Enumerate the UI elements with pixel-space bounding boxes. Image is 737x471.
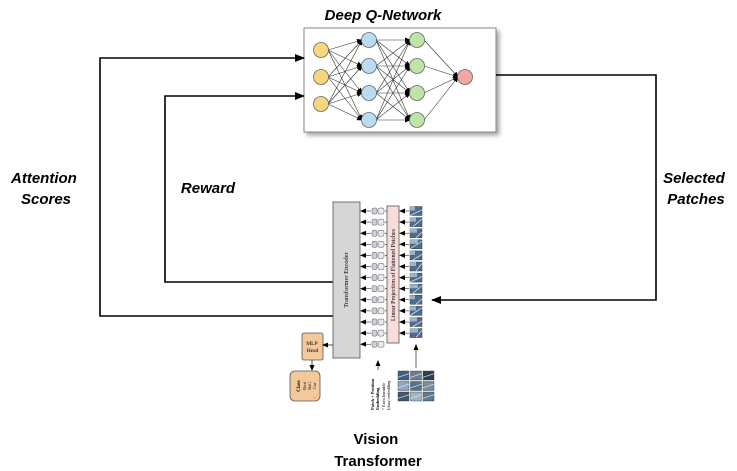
input-patch bbox=[422, 370, 435, 381]
svg-text:Bird: Bird bbox=[302, 381, 307, 390]
patch-tokens bbox=[360, 206, 423, 348]
image-patch bbox=[409, 328, 423, 338]
image-patch bbox=[409, 295, 423, 305]
svg-text:Embedding: Embedding bbox=[375, 387, 380, 410]
patch-token bbox=[377, 318, 385, 326]
position-token bbox=[371, 263, 378, 270]
image-patch bbox=[409, 217, 423, 227]
patch-token bbox=[377, 329, 385, 337]
svg-text:Patch + Position: Patch + Position bbox=[370, 378, 375, 410]
position-token bbox=[371, 307, 378, 315]
attention-scores-label: Attention Scores bbox=[10, 170, 81, 208]
class-box-labels: Class Bird Ball Car ... bbox=[297, 380, 317, 399]
svg-text:Ball: Ball bbox=[307, 382, 312, 390]
image-patch bbox=[409, 272, 423, 283]
image-patch bbox=[409, 261, 423, 272]
dqn-title: Deep Q-Network bbox=[325, 7, 442, 24]
vision-transformer-label: Vision Transformer bbox=[334, 431, 422, 470]
selected-patches-label: Selected Patches bbox=[663, 170, 729, 208]
input-patch bbox=[422, 381, 435, 391]
network-node bbox=[409, 112, 425, 128]
position-token bbox=[371, 218, 378, 226]
patch-token bbox=[377, 274, 385, 281]
patch-token bbox=[377, 307, 385, 315]
reward-arrow bbox=[164, 92, 333, 283]
patch-token bbox=[377, 252, 385, 259]
svg-text:[class] embedding: [class] embedding bbox=[386, 381, 391, 410]
position-token bbox=[371, 229, 378, 237]
network-node bbox=[313, 42, 329, 58]
image-patch bbox=[409, 284, 423, 294]
input-patch bbox=[397, 381, 410, 391]
position-token bbox=[371, 241, 378, 248]
input-patch bbox=[410, 381, 422, 391]
input-patch bbox=[397, 370, 410, 381]
input-patch bbox=[410, 391, 422, 402]
svg-text:* Extra learnable: * Extra learnable bbox=[381, 382, 386, 410]
position-token bbox=[371, 252, 378, 259]
position-token bbox=[371, 207, 378, 215]
image-patch bbox=[409, 250, 423, 261]
position-token bbox=[371, 296, 378, 304]
patch-token bbox=[377, 207, 385, 215]
position-token bbox=[371, 329, 378, 337]
network-node bbox=[313, 96, 329, 112]
network-node bbox=[361, 32, 377, 48]
image-patch bbox=[409, 228, 423, 238]
embedding-legend: Patch + Position Embedding * Extra learn… bbox=[370, 378, 391, 410]
position-token bbox=[371, 274, 378, 281]
svg-text:Class: Class bbox=[297, 380, 302, 391]
network-node bbox=[361, 58, 377, 74]
network-node bbox=[409, 85, 425, 101]
input-patch bbox=[410, 370, 422, 381]
image-patch bbox=[409, 317, 423, 327]
transformer-encoder-label: Transformer Encoder bbox=[343, 251, 350, 307]
selected-patches-arrow bbox=[431, 74, 657, 304]
patch-token bbox=[377, 340, 385, 348]
input-patch bbox=[422, 391, 435, 402]
patch-token bbox=[377, 263, 385, 270]
position-token bbox=[371, 340, 378, 348]
neural-network bbox=[313, 32, 473, 128]
transformer-encoder bbox=[332, 201, 361, 359]
linear-projection-label: Linear Projection of Flattened Patches bbox=[390, 228, 397, 321]
patch-token bbox=[377, 241, 385, 248]
image-patch bbox=[409, 306, 423, 316]
svg-text:...: ... bbox=[313, 394, 316, 399]
reward-label: Reward bbox=[181, 180, 236, 197]
linear-projection bbox=[386, 205, 400, 344]
network-node bbox=[409, 58, 425, 74]
class-box bbox=[289, 370, 321, 402]
position-token bbox=[371, 318, 378, 326]
network-node bbox=[361, 112, 377, 128]
image-patch bbox=[409, 239, 423, 250]
position-token bbox=[371, 285, 378, 292]
patch-token bbox=[377, 229, 385, 237]
svg-text:Car: Car bbox=[312, 382, 317, 389]
patch-token bbox=[377, 285, 385, 292]
input-patch bbox=[397, 391, 410, 402]
patch-token bbox=[377, 218, 385, 226]
image-patch bbox=[409, 206, 423, 216]
mlp-head-label: MLP Head bbox=[306, 341, 318, 354]
patch-token bbox=[377, 296, 385, 304]
attention-scores-arrow bbox=[99, 54, 333, 317]
network-node bbox=[313, 69, 329, 85]
input-image-patches bbox=[397, 370, 435, 402]
network-node bbox=[361, 85, 377, 101]
network-node bbox=[409, 32, 425, 48]
network-node bbox=[457, 69, 473, 85]
